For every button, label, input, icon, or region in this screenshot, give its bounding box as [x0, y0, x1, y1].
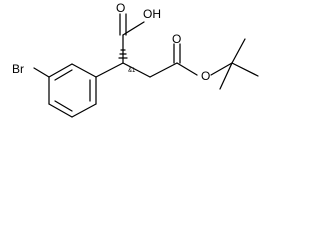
- ring-bond-1: [48, 63, 73, 78]
- ring-bond-4: [71, 103, 97, 118]
- ester-carbon-to-oxygen-bond: [176, 62, 198, 76]
- tert-butyl-up-bond: [231, 38, 246, 64]
- acid-hydroxyl-bond: [122, 21, 145, 36]
- ester-oxygen-label: O: [201, 69, 210, 83]
- acid-hydroxyl-label: OH: [143, 7, 161, 21]
- chemical-structure-canvas: Br O OH O O &1: [12, 1, 259, 118]
- acid-oxygen-label: O: [116, 1, 125, 15]
- tert-butyl-lower-left-bond: [219, 62, 233, 90]
- chemical-structure-diagram: Br O OH O O &1: [12, 1, 259, 118]
- methylene-to-ester-carbon-bond: [149, 62, 178, 78]
- ring-bond-2: [71, 63, 97, 78]
- tert-butyl-right-bond: [231, 62, 259, 77]
- stereocenter-to-methylene-bond: [122, 62, 151, 78]
- stereo-label: &1: [128, 68, 136, 74]
- ring-inner-double-3: [54, 100, 73, 112]
- bromine-bond: [33, 67, 50, 78]
- oxygen-to-tert-butyl-bond: [210, 62, 233, 76]
- bromine-label: Br: [12, 62, 24, 76]
- ring-inner-double-1: [54, 69, 73, 81]
- ester-carbonyl-oxygen-label: O: [172, 32, 181, 46]
- ring-bond-5: [48, 103, 73, 118]
- aryl-to-stereocenter-bond: [95, 62, 124, 78]
